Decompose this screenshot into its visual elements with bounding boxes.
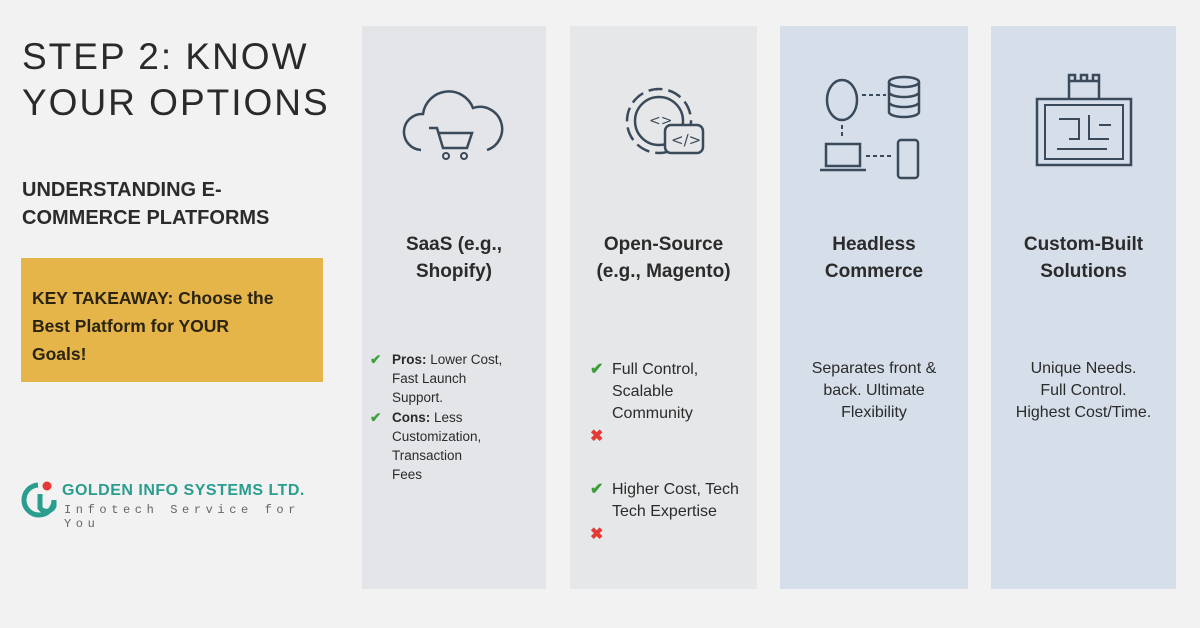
cons-label: Cons: (392, 410, 431, 425)
column-saas: SaaS (e.g., Shopify) ✔ Pros: Lower Cost, Fa… (362, 26, 546, 589)
text-line: Full Control, (612, 361, 699, 378)
subtitle: UNDERSTANDING E- COMMERCE PLATFORMS (22, 176, 269, 232)
takeaway-line: KEY TAKEAWAY: Choose the (32, 288, 274, 308)
company-tagline: Infotech Service for You (64, 503, 301, 531)
text-line: Flexibility (841, 404, 907, 421)
company-logo: GOLDEN INFO SYSTEMS LTD. Infotech Servic… (20, 480, 340, 531)
text-line: Scalable (612, 383, 674, 400)
takeaway-line: Best Platform for YOUR (32, 316, 230, 336)
text-line: Highest Cost/Time. (1015, 404, 1152, 421)
text-line: Full Control. (1040, 382, 1127, 399)
title-line: Shopify) (416, 261, 492, 282)
cross-icon: ✖ (590, 428, 604, 445)
text-line: back. Ultimate (823, 382, 925, 399)
title-line: (e.g., Magento) (596, 261, 731, 282)
text-line: Community (612, 405, 693, 422)
subtitle-line: COMMERCE PLATFORMS (22, 207, 270, 229)
column-title: SaaS (e.g., Shopify) (362, 231, 546, 285)
title-line: STEP 2: KNOW (22, 36, 309, 77)
title-line: YOUR OPTIONS (22, 82, 330, 123)
check-icon: ✔ (590, 481, 604, 498)
headless-devices-icon (820, 75, 921, 180)
page-title: STEP 2: KNOW YOUR OPTIONS (22, 34, 330, 126)
text-line: Transaction (392, 448, 463, 463)
title-line: SaaS (e.g., (405, 234, 503, 255)
title-line: Commerce (824, 261, 924, 282)
text-line: Support. (392, 390, 444, 405)
text-line: Separates front & (811, 360, 937, 377)
title-line: Solutions (1040, 261, 1127, 282)
check-icon: ✔ (370, 410, 382, 425)
text-line: Unique Needs. (1030, 360, 1137, 377)
subtitle-line: UNDERSTANDING E- (22, 179, 222, 201)
text-line: Fees (392, 467, 423, 482)
text-line: Fast Launch (392, 371, 467, 386)
title-line: Headless (832, 234, 916, 255)
logo-mark-icon (21, 481, 57, 518)
svg-text:<>: <> (649, 113, 672, 129)
company-name: GOLDEN INFO SYSTEMS LTD. (62, 482, 305, 499)
check-icon: ✔ (370, 352, 382, 367)
column-description: Unique Needs. Full Control. Highest Cost/T… (991, 358, 1176, 424)
pros-label: Pros: (392, 352, 427, 367)
blueprint-castle-icon (1035, 73, 1132, 167)
title-line: Custom-Built (1023, 234, 1144, 255)
column-open-source: <> </> Open-Source (e.g., Magento) ✔ Full C… (570, 26, 757, 589)
text-line: Higher Cost, Tech (612, 481, 739, 498)
takeaway-line: Goals! (32, 344, 87, 364)
cross-icon: ✖ (590, 526, 604, 543)
text-line: Less Customization, (392, 410, 482, 444)
svg-text:</>: </> (671, 131, 701, 149)
check-icon: ✔ (590, 361, 604, 378)
cloud-cart-icon (402, 90, 504, 160)
gear-code-icon: <> </> (625, 87, 704, 155)
title-line: Open-Source (603, 234, 724, 255)
text-line: Lower Cost, (430, 352, 503, 367)
column-title: Open-Source (e.g., Magento) (570, 231, 757, 285)
text-line: Tech Expertise (612, 503, 717, 520)
